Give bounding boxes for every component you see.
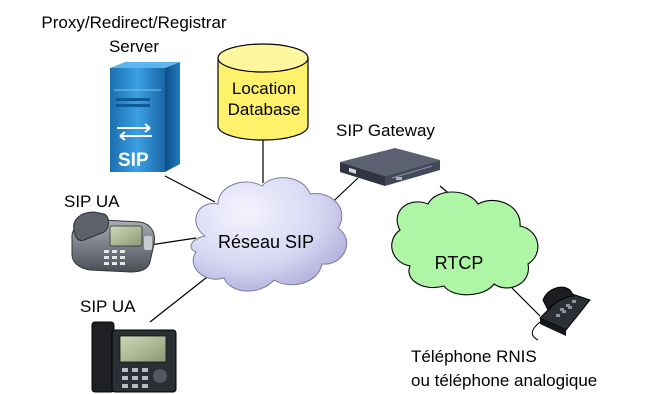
sip-server-icon: SIP bbox=[110, 62, 180, 172]
sip-server-icon-text: SIP bbox=[118, 150, 149, 171]
reseau-sip-cloud bbox=[190, 177, 348, 292]
isdn-phone-icon bbox=[531, 286, 591, 341]
database-icon bbox=[217, 43, 309, 141]
sip-ua-top-label: SIP UA bbox=[64, 192, 120, 211]
line-ua-bottom-cloud bbox=[149, 269, 217, 323]
desk-phone-icon bbox=[91, 321, 177, 393]
line-rtcp-phone bbox=[511, 287, 541, 317]
server-label-line1: Proxy/Redirect/Registrar bbox=[41, 13, 227, 32]
gateway-icon bbox=[340, 148, 440, 186]
phone-label-line2: ou téléphone analogique bbox=[411, 371, 597, 390]
sip-ua-bottom-label: SIP UA bbox=[80, 297, 136, 316]
reseau-sip-label: Réseau SIP bbox=[218, 232, 314, 252]
rtcp-cloud bbox=[391, 191, 539, 296]
location-db-label-line2: Database bbox=[228, 100, 301, 119]
sip-gateway-label: SIP Gateway bbox=[336, 121, 435, 140]
ip-phone-icon bbox=[71, 211, 155, 273]
server-label-line2: Server bbox=[109, 37, 159, 56]
line-server-cloud bbox=[164, 175, 216, 203]
phone-label-line1: Téléphone RNIS bbox=[411, 347, 537, 366]
rtcp-label: RTCP bbox=[435, 253, 484, 273]
connection-lines bbox=[149, 140, 541, 323]
line-ua-top-cloud bbox=[149, 237, 197, 246]
location-db-label-line1: Location bbox=[232, 79, 296, 98]
